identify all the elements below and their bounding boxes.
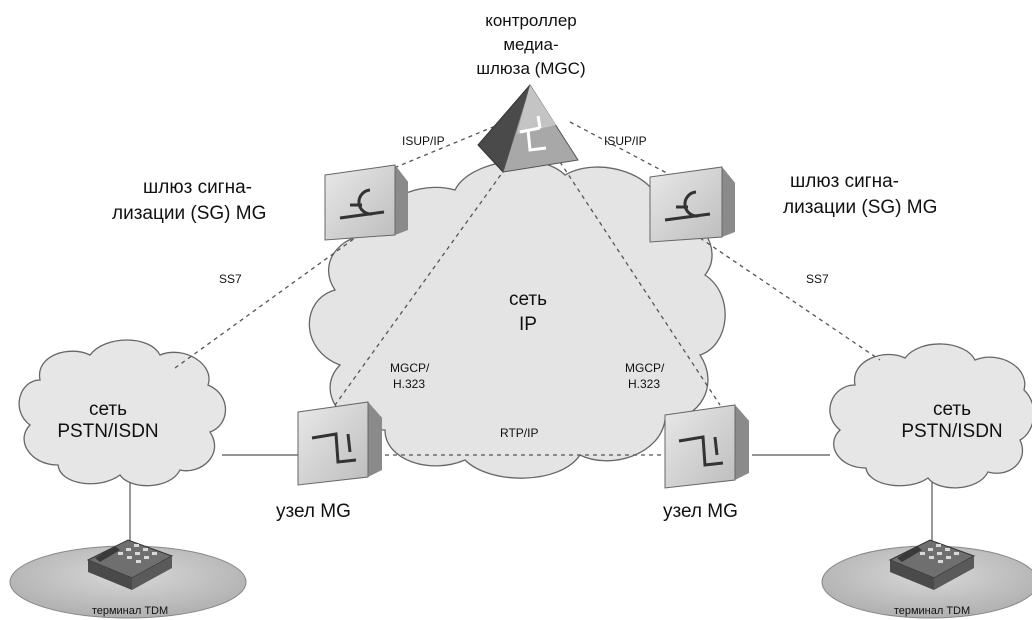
pstn-left-label-line2: PSTN/ISDN bbox=[57, 421, 158, 442]
mg-left-label: узел MG bbox=[276, 501, 351, 522]
mgc-label-line3: шлюза (MGC) bbox=[476, 59, 585, 78]
mgcp-left-label-line2: H.323 bbox=[393, 377, 425, 391]
pstn-left-cloud bbox=[18, 339, 226, 487]
isup-left-label: ISUP/IP bbox=[402, 134, 445, 148]
mgc-label-line2: медиа- bbox=[503, 35, 558, 54]
telephone-left-icon bbox=[86, 539, 174, 590]
ss7-left-label: SS7 bbox=[219, 272, 242, 286]
mgc-device bbox=[477, 83, 579, 173]
terminal-right-label: терминал TDM bbox=[894, 605, 970, 617]
mgc-label-line1: контроллер bbox=[485, 11, 577, 30]
mgcp-right-label-line2: H.323 bbox=[628, 377, 660, 391]
pstn-left-label-line1: сеть bbox=[89, 399, 127, 420]
terminal-left-label: терминал TDM bbox=[92, 605, 168, 617]
link-ss7-right bbox=[699, 237, 881, 361]
telephone-right-icon bbox=[888, 539, 976, 590]
mg-right-device bbox=[664, 404, 749, 489]
pstn-right-label-line2: PSTN/ISDN bbox=[901, 421, 1002, 442]
mgc-logo-icon bbox=[519, 115, 547, 152]
mgcp-right-label-line1: MGCP/ bbox=[625, 361, 665, 375]
ss7-right-label: SS7 bbox=[806, 272, 829, 286]
pstn-right-cloud bbox=[829, 343, 1032, 489]
mg-left-device bbox=[297, 401, 382, 486]
mg-right-label: узел MG bbox=[663, 501, 738, 522]
link-mgcp-left bbox=[334, 161, 511, 406]
isup-right-label: ISUP/IP bbox=[604, 134, 647, 148]
sg-right-device bbox=[649, 166, 735, 243]
sg-right-logo-icon bbox=[664, 190, 711, 222]
sg-left-device bbox=[324, 164, 408, 241]
mgcp-left-label-line1: MGCP/ bbox=[390, 361, 430, 375]
rtp-label: RTP/IP bbox=[500, 426, 538, 440]
pstn-right-label-line1: сеть bbox=[933, 399, 971, 420]
sg-left-label-line1: шлюз сигна- bbox=[143, 177, 252, 198]
sg-right-label-line2: лизации (SG) MG bbox=[783, 197, 937, 218]
sg-right-label-line1: шлюз сигна- bbox=[790, 171, 899, 192]
mg-right-logo-icon bbox=[678, 435, 724, 467]
link-ss7-left bbox=[174, 237, 356, 369]
sg-left-label-line2: лизации (SG) MG bbox=[112, 203, 266, 224]
sg-left-logo-icon bbox=[339, 188, 385, 220]
link-mgcp-right bbox=[559, 161, 721, 406]
mg-left-logo-icon bbox=[311, 432, 357, 464]
ip-cloud-label-line2: IP bbox=[519, 314, 537, 335]
ip-cloud-label-line1: сеть bbox=[509, 289, 547, 310]
